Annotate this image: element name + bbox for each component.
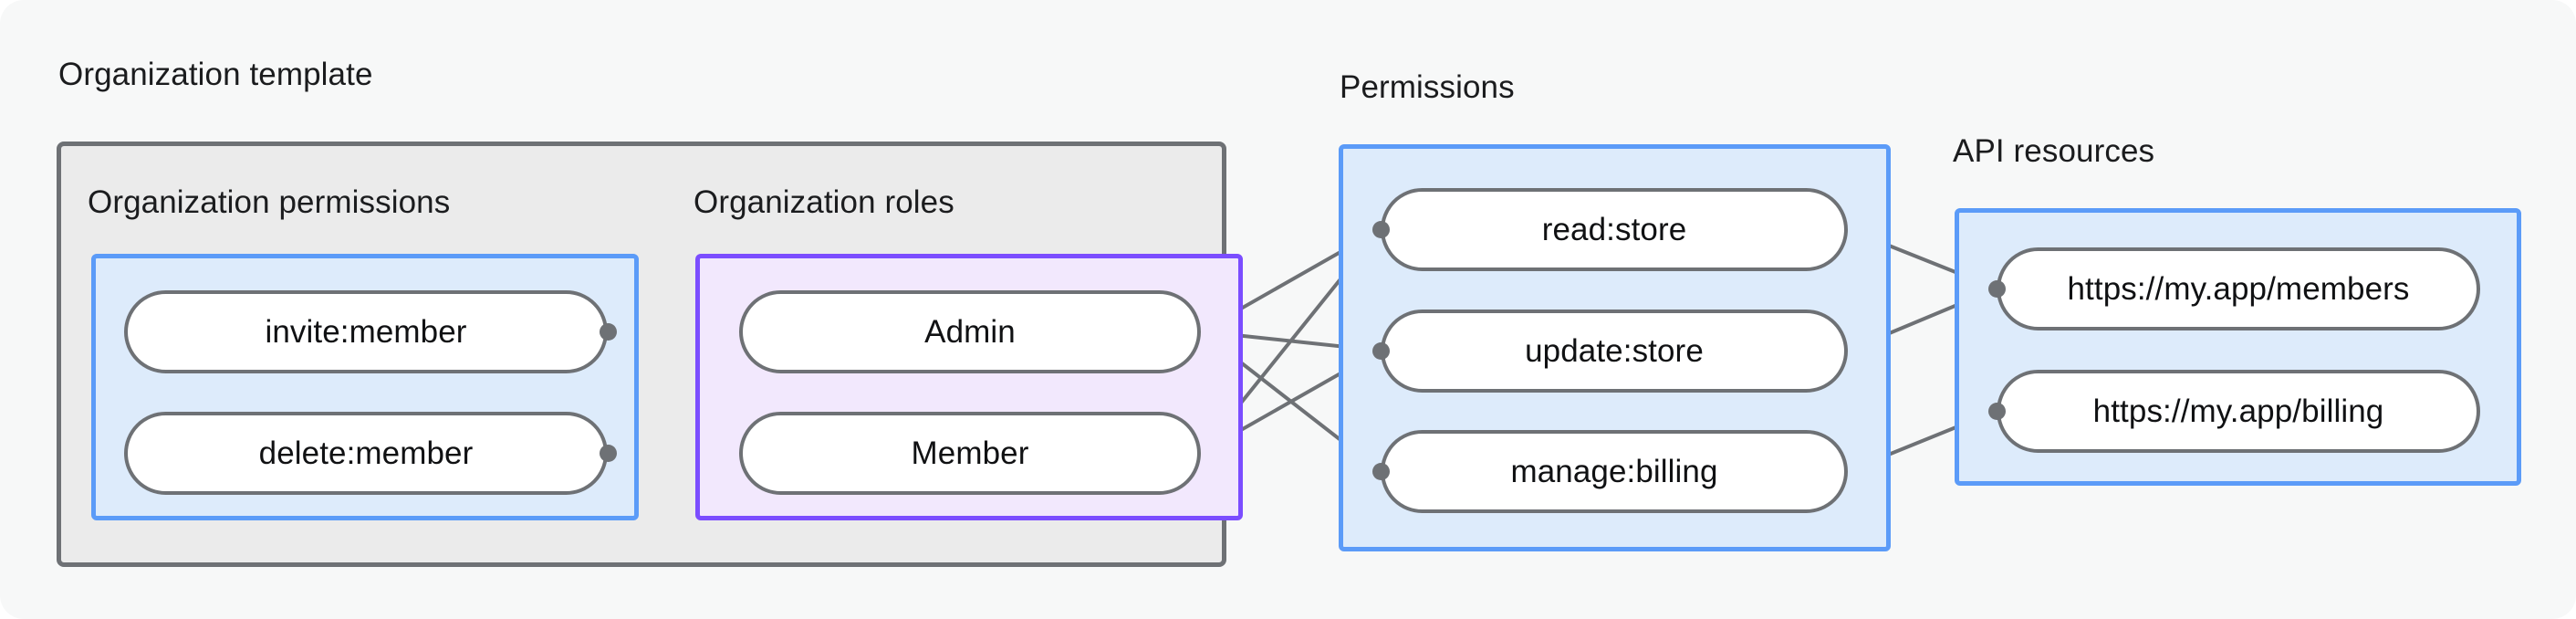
node-resource-members[interactable]: https://my.app/members [1997,247,2480,330]
port-resource-members-in [1987,279,2006,298]
org-roles-title: Organization roles [694,184,954,220]
node-admin[interactable]: Admin [739,290,1201,373]
node-read-store-label: read:store [1541,211,1687,247]
node-manage-billing[interactable]: manage:billing [1381,430,1848,513]
node-update-store[interactable]: update:store [1381,310,1848,393]
port-update-store-in [1371,341,1390,360]
node-update-store-label: update:store [1525,332,1704,369]
node-delete-member-label: delete:member [258,435,474,471]
org-template-title: Organization template [58,57,373,92]
port-manage-billing-in [1371,462,1390,480]
org-permissions-title: Organization permissions [88,184,451,220]
node-member[interactable]: Member [739,412,1201,495]
port-read-store-in [1371,220,1390,238]
api-resources-title: API resources [1953,133,2155,169]
node-read-store[interactable]: read:store [1381,188,1848,271]
node-delete-member[interactable]: delete:member [124,412,608,495]
node-admin-label: Admin [924,313,1016,350]
permissions-title: Permissions [1340,69,1515,105]
node-manage-billing-label: manage:billing [1510,453,1718,489]
node-resource-billing-label: https://my.app/billing [2092,393,2384,429]
node-invite-member[interactable]: invite:member [124,290,608,373]
node-resource-members-label: https://my.app/members [2067,270,2410,307]
node-member-label: Member [911,435,1029,471]
port-invite-member-out [599,322,617,341]
node-invite-member-label: invite:member [265,313,467,350]
port-resource-billing-in [1987,402,2006,420]
node-resource-billing[interactable]: https://my.app/billing [1997,370,2480,453]
port-delete-member-out [599,444,617,462]
